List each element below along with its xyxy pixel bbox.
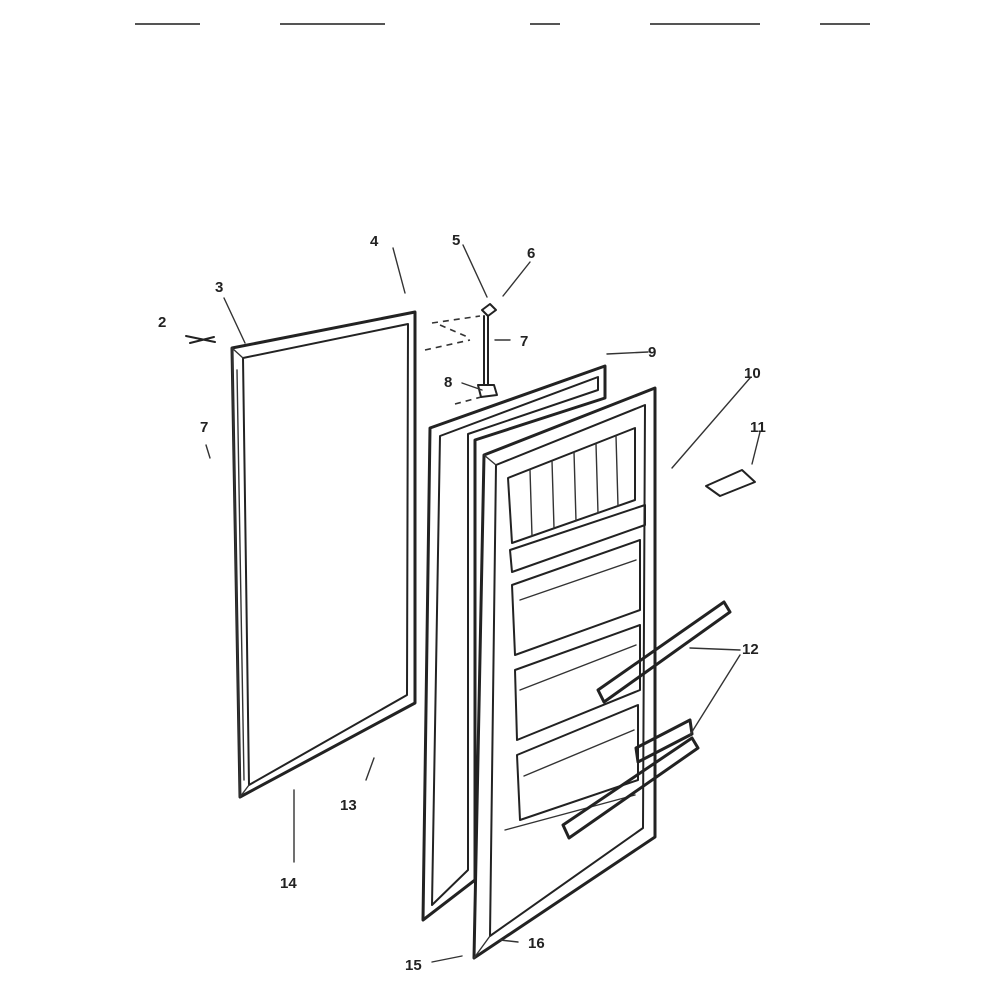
hinge-projection-lines [424, 315, 486, 405]
door-shelf-bars [561, 600, 732, 840]
label-9: 9 [648, 344, 656, 361]
label-6: 6 [527, 245, 535, 262]
label-10: 10 [744, 365, 761, 382]
label-8: 8 [444, 374, 452, 391]
hinge-pin [477, 303, 498, 398]
leader-lines [205, 244, 761, 963]
label-11: 11 [750, 419, 766, 436]
label-16: 16 [528, 935, 545, 952]
label-2: 2 [158, 314, 166, 331]
label-4: 4 [370, 233, 379, 250]
label-7-right: 7 [520, 333, 528, 350]
callout-labels: 2 3 4 5 6 7 7 8 9 10 11 12 13 14 15 16 [158, 232, 766, 974]
label-14: 14 [280, 875, 297, 892]
label-13: 13 [340, 797, 357, 814]
screw-part [185, 335, 216, 344]
label-12: 12 [742, 641, 759, 658]
label-7-left: 7 [200, 419, 208, 436]
label-5: 5 [452, 232, 460, 249]
bracket-part [705, 469, 756, 497]
outer-door-panel [230, 310, 417, 799]
label-3: 3 [215, 279, 223, 296]
label-15: 15 [405, 957, 422, 974]
door-gasket [421, 364, 607, 922]
inner-door-liner [472, 386, 657, 960]
